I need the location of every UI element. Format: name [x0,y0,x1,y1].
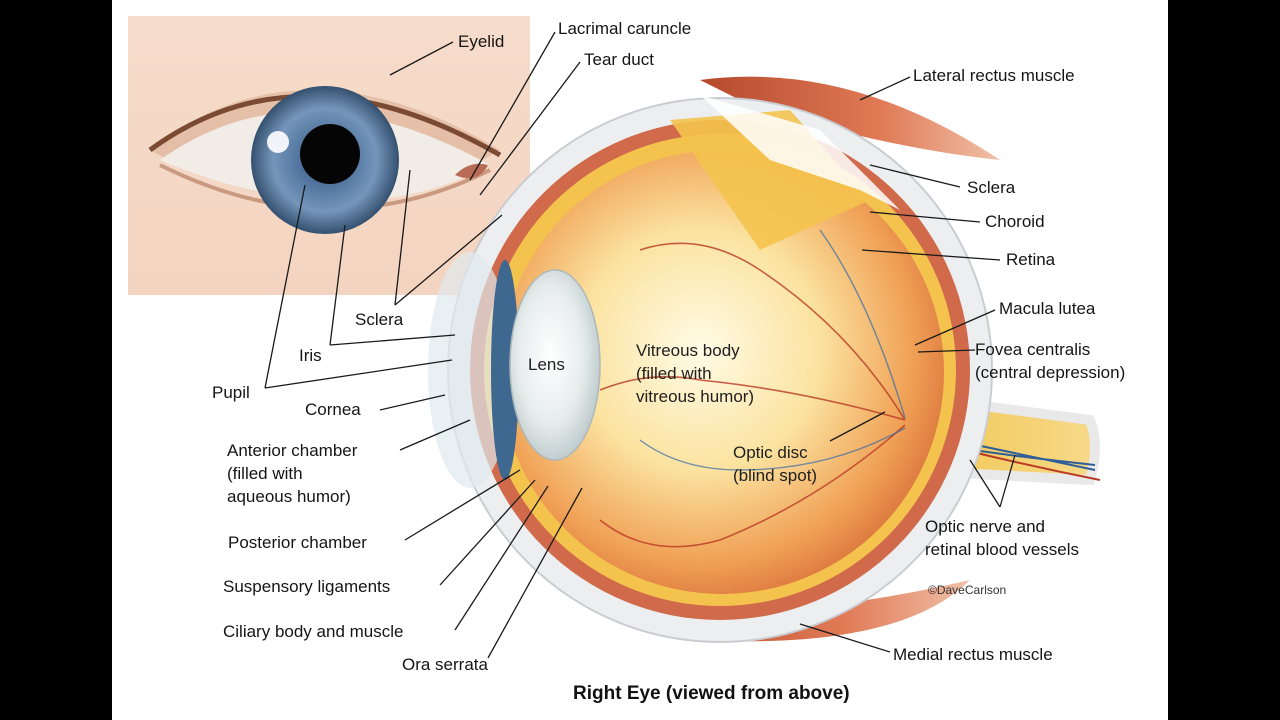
label-ora-serrata: Ora serrata [402,655,488,674]
label-optic-nerve: Optic nerve and [925,517,1046,536]
label-optic-disc-note: (blind spot) [733,466,818,485]
label-sclera-right: Sclera [967,178,1016,197]
leader-lines [264,31,1016,659]
label-vitreous-note-2: vitreous humor) [636,387,755,406]
label-lateral-rectus: Lateral rectus muscle [913,66,1075,85]
label-anterior-note-1: (filled with [227,464,303,483]
label-sclera-left: Sclera [355,310,404,329]
lateral-rectus-muscle [700,76,1000,160]
label-eyelid: Eyelid [458,32,505,51]
lens [509,269,601,461]
label-pupil: Pupil [212,383,250,402]
front-view-eye [128,16,530,295]
label-iris: Iris [299,346,322,365]
label-vitreous-body: Vitreous body [636,341,740,360]
label-lacrimal-caruncle: Lacrimal caruncle [558,19,692,38]
label-ciliary-body: Ciliary body and muscle [223,622,404,641]
label-cornea: Cornea [305,400,361,419]
label-retina: Retina [1006,250,1056,269]
label-posterior-chamber: Posterior chamber [228,533,367,552]
label-anterior-chamber: Anterior chamber [227,441,358,460]
diagram-title: Right Eye (viewed from above) [573,683,850,704]
vitreous-body [500,150,944,594]
label-medial-rectus: Medial rectus muscle [893,645,1053,664]
label-retinal-vessels: retinal blood vessels [925,540,1080,559]
label-fovea-centralis: Fovea centralis [975,340,1091,359]
credit: ©DaveCarlson [928,583,1007,597]
label-choroid: Choroid [985,212,1045,231]
label-macula-lutea: Macula lutea [999,299,1096,318]
label-optic-disc: Optic disc [733,443,808,462]
label-lens: Lens [528,355,565,374]
iris-side [491,260,519,480]
label-tear-duct: Tear duct [584,50,654,69]
label-fovea-note: (central depression) [975,363,1126,382]
label-anterior-note-2: aqueous humor) [227,487,351,506]
label-vitreous-note-1: (filled with [636,364,712,383]
label-suspensory-ligaments: Suspensory ligaments [223,577,391,596]
